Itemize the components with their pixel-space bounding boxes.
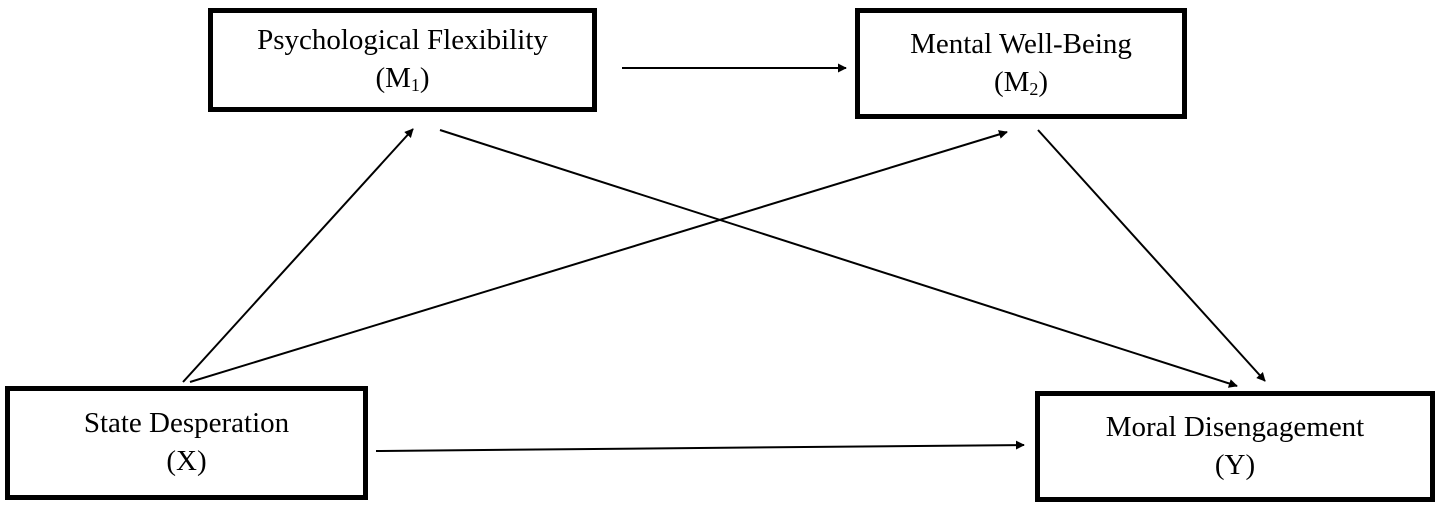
node-psychological-flexibility: Psychological Flexibility (M1) (208, 8, 597, 112)
edge-x-to-m1 (182, 128, 414, 383)
node-m2-symbol-close: ) (1038, 65, 1049, 98)
node-m1-symbol-close: ) (419, 62, 430, 94)
edge-m1-to-y (439, 129, 1238, 388)
edge-x-to-m2 (189, 130, 1008, 383)
node-mental-well-being: Mental Well-Being (M2) (855, 8, 1187, 119)
node-state-desperation: State Desperation (X) (5, 386, 368, 500)
node-m1-symbol: (M1) (375, 60, 429, 98)
node-m2-symbol-index: 2 (1029, 78, 1039, 99)
node-x-label: State Desperation (83, 407, 290, 440)
node-m1-symbol-open: (M (375, 62, 411, 94)
edge-m2-to-y (1037, 129, 1266, 382)
node-x-symbol: (X) (166, 445, 207, 477)
node-m2-symbol: (M2) (994, 64, 1048, 102)
node-m2-symbol-open: (M (993, 65, 1030, 98)
node-moral-disengagement: Moral Disengagement (Y) (1035, 391, 1435, 502)
node-m1-label: Psychological Flexibility (257, 24, 548, 57)
edge-x-to-y (375, 440, 1025, 452)
node-m1-symbol-index: 1 (410, 75, 420, 95)
node-y-symbol: (Y) (1214, 448, 1256, 481)
node-m2-label: Mental Well-Being (910, 27, 1132, 60)
node-y-label: Moral Disengagement (1105, 410, 1365, 443)
